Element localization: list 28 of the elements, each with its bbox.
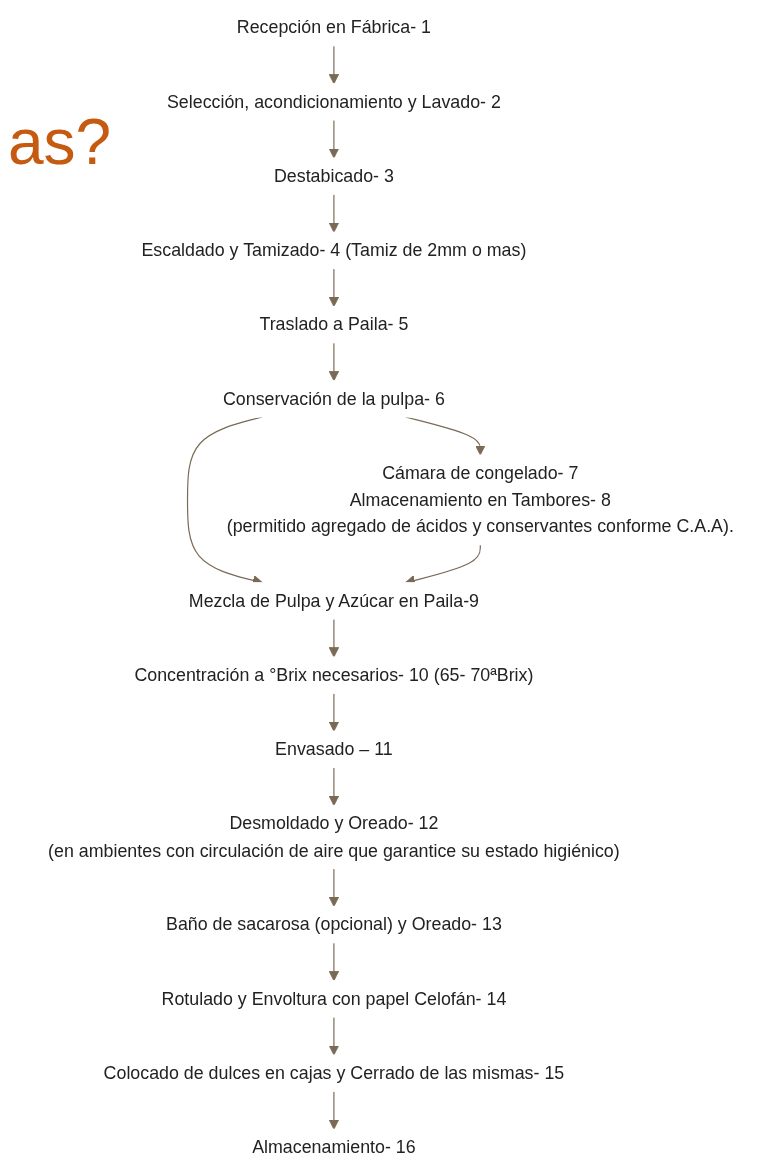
arrow bbox=[328, 867, 340, 907]
arrow bbox=[328, 766, 340, 806]
node-text: Concentración a °Brix necesarios- 10 (65- 70ªBrix) bbox=[134, 664, 534, 685]
arrow bbox=[328, 942, 340, 982]
arrow bbox=[328, 342, 340, 382]
node-text: Rotulado y Envoltura con papel Celofán- 14 bbox=[161, 987, 507, 1009]
node-text: Recepción en Fábrica- 1 bbox=[236, 16, 431, 37]
arrow bbox=[328, 267, 340, 307]
arrow bbox=[328, 692, 340, 732]
node-text: Destabicado- 3 bbox=[273, 165, 394, 186]
node-text: Cámara de congelado- 7 Almacenamiento en Tambores- 8 (permitido agregado de ácidos y conservantes conforme C.A.A). bbox=[226, 462, 734, 536]
node-text: Baño de sacarosa (opcional) y Oreado- 13 bbox=[165, 913, 502, 934]
node-text: Selección, acondicionamiento y Lavado- 2 bbox=[166, 90, 501, 112]
node-text: Escaldado y Tamizado- 4 (Tamiz de 2mm o mas) bbox=[141, 239, 527, 260]
heading-fragment: as? bbox=[8, 110, 112, 174]
node-text: Desmoldado y Oreado- 12 (en ambientes con circulación de aire que garantice su estado higiénico) bbox=[48, 812, 620, 860]
node-text: Traslado a Paila- 5 bbox=[259, 313, 409, 334]
arrow bbox=[328, 45, 340, 85]
arrow bbox=[328, 1090, 340, 1130]
node-text: Conservación de la pulpa- 6 bbox=[222, 387, 445, 409]
arrow bbox=[328, 1016, 340, 1056]
arrow bbox=[328, 193, 340, 233]
arrow bbox=[328, 119, 340, 159]
node-text: Almacenamiento- 16 bbox=[252, 1136, 416, 1157]
arrow bbox=[328, 618, 340, 658]
node-text: Colocado de dulces en cajas y Cerrado de las mismas- 15 bbox=[103, 1062, 565, 1083]
node-text: Mezcla de Pulpa y Azúcar en Paila-9 bbox=[188, 589, 480, 611]
node-text: Envasado – 11 bbox=[275, 738, 393, 759]
